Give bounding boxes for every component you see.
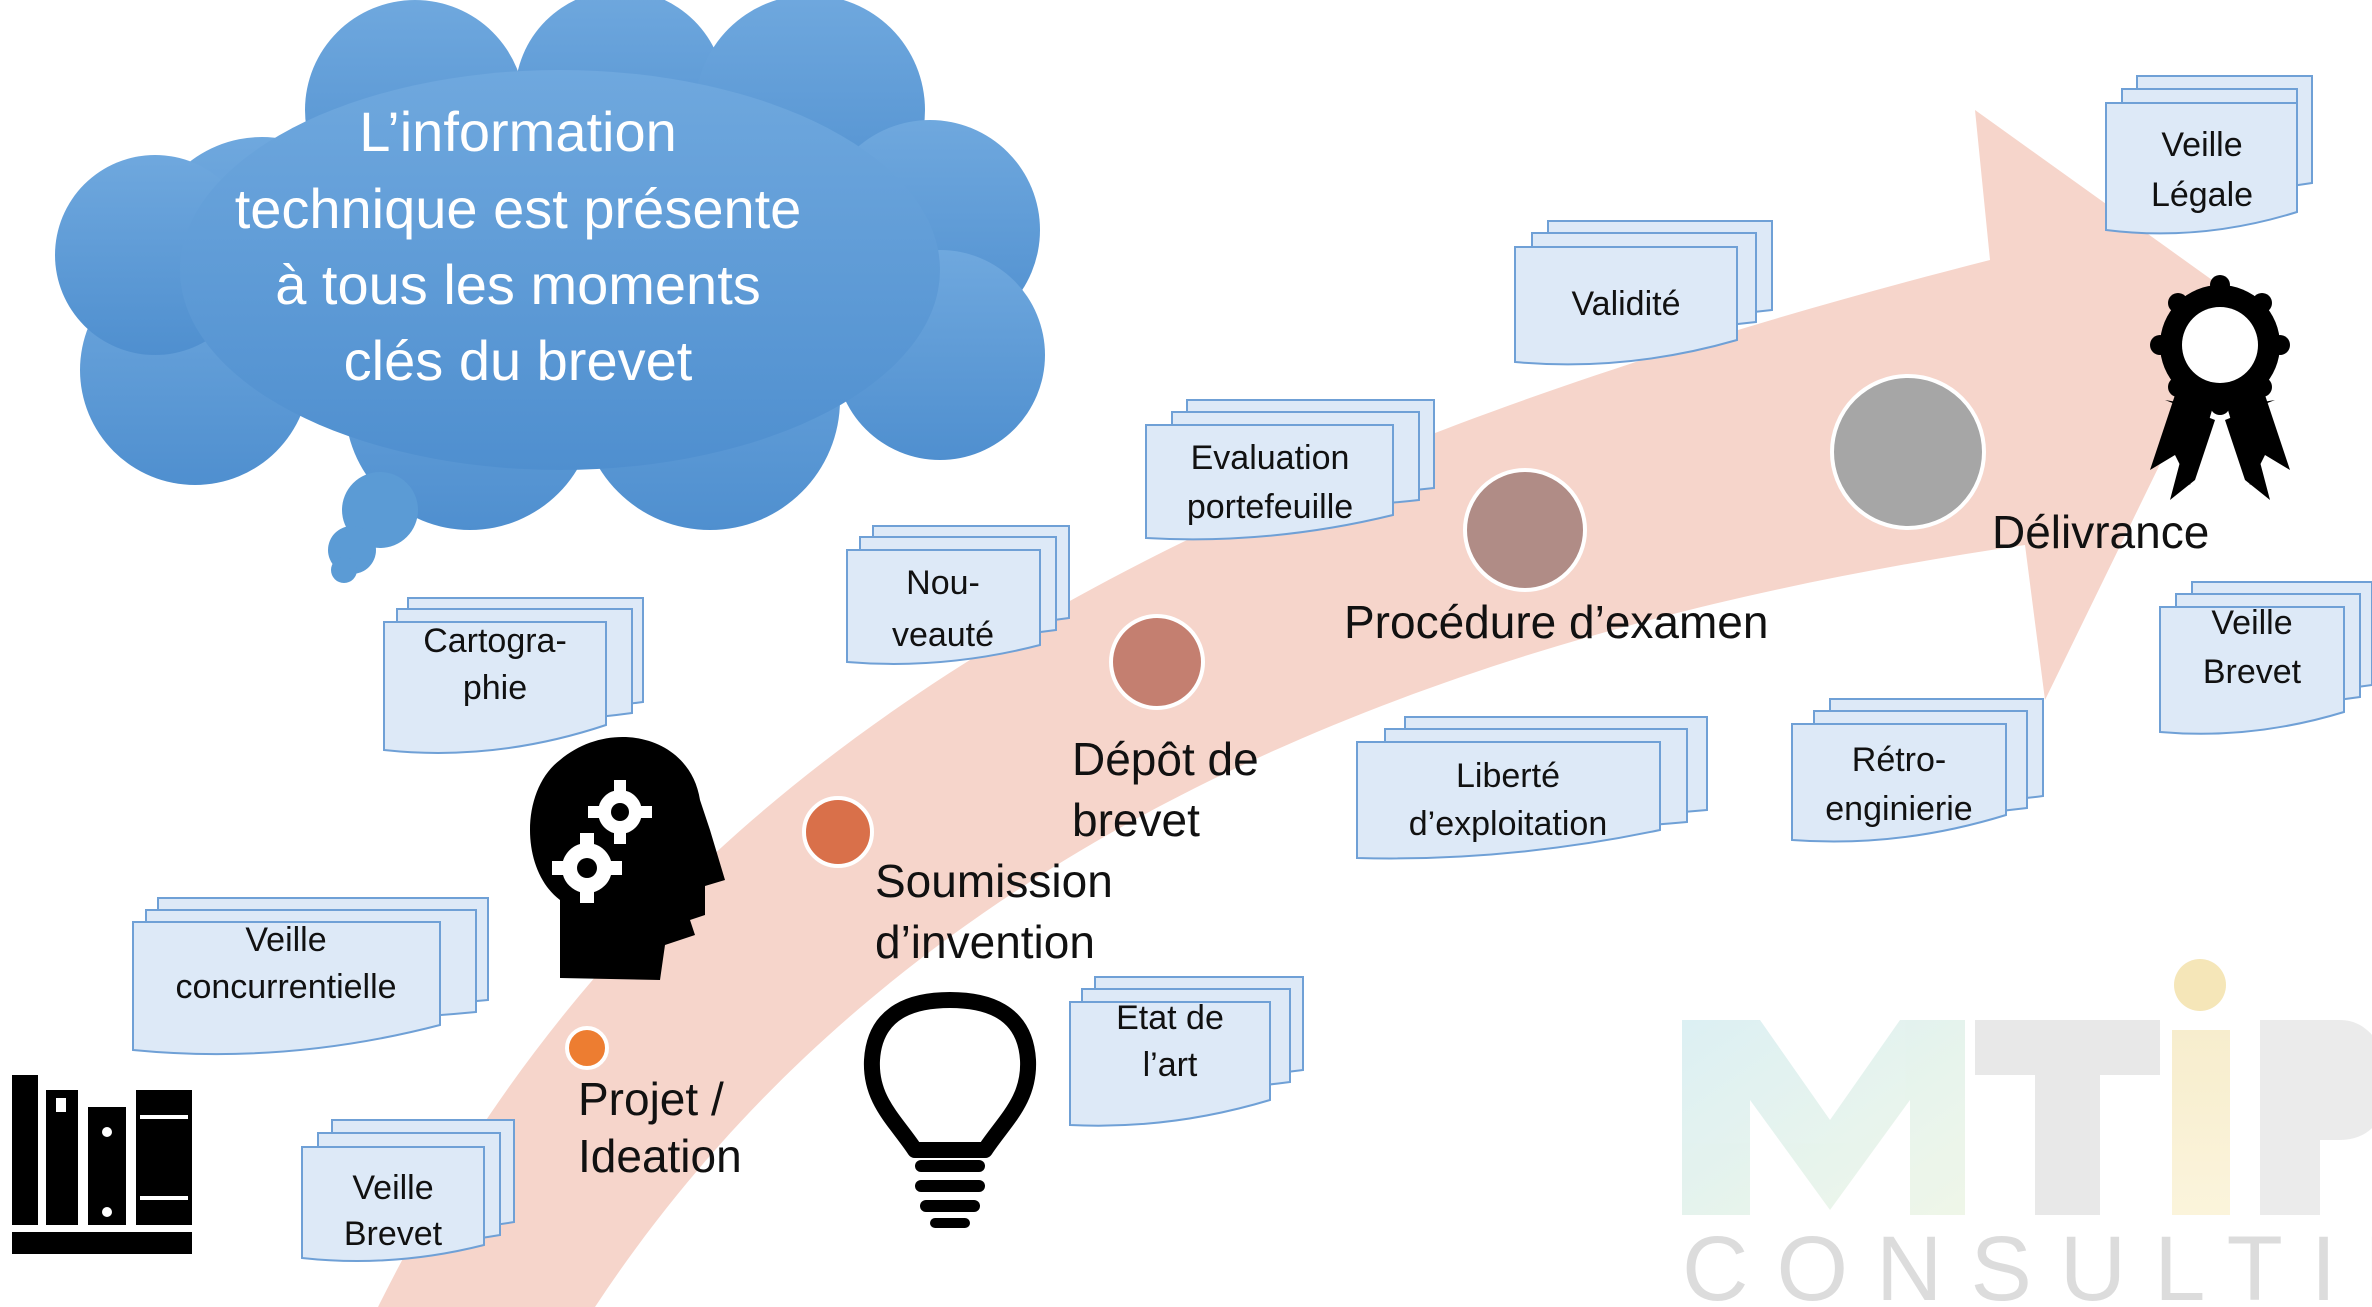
lightbulb-icon xyxy=(863,992,1037,1228)
watermark-logo: CONSULTING xyxy=(1682,959,2372,1307)
cloud-bubble-small xyxy=(331,557,357,583)
watermark-i xyxy=(2172,1030,2230,1215)
stage-depot-line-2: brevet xyxy=(1072,794,1200,846)
doc-liberte-exploitation: Liberté d’exploitation xyxy=(1356,716,1708,860)
timeline-arrow xyxy=(378,110,2240,1307)
doc-retro-enginierie: Rétro- enginierie xyxy=(1791,698,2044,843)
svg-text:Liberté: Liberté xyxy=(1456,757,1560,795)
svg-text:Nou-: Nou- xyxy=(906,564,980,602)
doc-cartographie: Cartogra- phie xyxy=(383,597,644,754)
stage-delivrance: Délivrance xyxy=(1992,506,2209,558)
watermark-m xyxy=(1682,1020,1965,1215)
svg-text:enginierie: enginierie xyxy=(1825,790,1972,828)
svg-text:Cartogra-: Cartogra- xyxy=(423,622,567,660)
svg-text:Veille: Veille xyxy=(2211,604,2292,642)
stage-depot-line-1: Dépôt de xyxy=(1072,733,1259,785)
doc-veille-brevet-bottom: Veille Brevet xyxy=(301,1119,515,1263)
stage-soumission-line-2: d’invention xyxy=(875,916,1095,968)
svg-text:l’art: l’art xyxy=(1143,1046,1198,1084)
svg-text:d’exploitation: d’exploitation xyxy=(1409,805,1607,843)
watermark-t xyxy=(1975,1020,2160,1215)
head-gears-icon xyxy=(530,737,725,980)
cloud-line-1: L’information xyxy=(359,100,677,163)
svg-text:Veille: Veille xyxy=(2161,126,2242,164)
doc-etat-art: Etat de l’art xyxy=(1069,976,1304,1127)
award-ribbon-icon xyxy=(2150,275,2290,500)
doc-veille-legale: Veille Légale xyxy=(2105,75,2313,235)
cloud-line-4: clés du brevet xyxy=(344,329,693,392)
svg-text:Etat de: Etat de xyxy=(1116,999,1224,1037)
stage-soumission-line-1: Soumission xyxy=(875,855,1113,907)
svg-text:portefeuille: portefeuille xyxy=(1187,488,1353,526)
svg-text:Evaluation: Evaluation xyxy=(1191,439,1350,477)
dot-projet xyxy=(565,1026,609,1070)
watermark-i-dot xyxy=(2174,959,2226,1011)
stage-procedure: Procédure d’examen xyxy=(1344,596,1768,648)
svg-text:Brevet: Brevet xyxy=(344,1215,443,1253)
doc-nouveaute: Nou- veauté xyxy=(846,525,1070,665)
doc-validite: Validité xyxy=(1514,220,1773,366)
svg-text:Veille: Veille xyxy=(245,921,326,959)
svg-text:Brevet: Brevet xyxy=(2203,653,2302,691)
doc-veille-concurrentielle: Veille concurrentielle xyxy=(132,897,489,1056)
dot-delivrance xyxy=(1830,374,1986,530)
watermark-subtitle: CONSULTING xyxy=(1682,1218,2372,1307)
watermark-p xyxy=(2260,1020,2372,1215)
stage-projet-line-2: Ideation xyxy=(578,1130,742,1182)
svg-text:veauté: veauté xyxy=(892,616,994,654)
books-icon xyxy=(12,1075,192,1254)
svg-text:Rétro-: Rétro- xyxy=(1852,741,1946,779)
svg-text:phie: phie xyxy=(463,669,527,707)
cloud-line-3: à tous les moments xyxy=(275,253,761,316)
doc-veille-brevet-right: Veille Brevet xyxy=(2159,581,2372,735)
svg-text:Veille: Veille xyxy=(352,1169,433,1207)
cloud-line-2: technique est présente xyxy=(235,177,802,240)
dot-procedure xyxy=(1463,468,1587,592)
svg-text:Légale: Légale xyxy=(2151,176,2253,214)
doc-evaluation-portefeuille: Evaluation portefeuille xyxy=(1145,399,1435,541)
stage-projet-line-1: Projet / xyxy=(578,1073,724,1125)
thought-cloud: L’information technique est présente à t… xyxy=(55,0,1045,583)
dot-soumission xyxy=(802,796,874,868)
svg-text:Validité: Validité xyxy=(1572,285,1681,323)
dot-depot xyxy=(1109,614,1205,710)
svg-text:concurrentielle: concurrentielle xyxy=(175,968,396,1006)
